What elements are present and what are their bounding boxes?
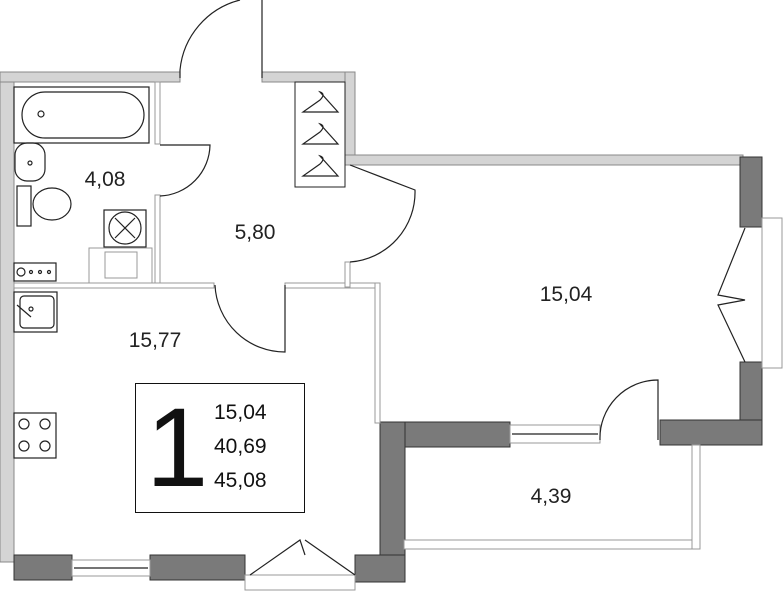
living-area: 15,04 — [214, 401, 267, 424]
fixtures — [13, 86, 340, 459]
stove-icon — [13, 412, 57, 459]
total-area-with-balcony: 45,08 — [214, 469, 267, 492]
room-area-hallway: 5,80 — [234, 221, 276, 244]
room-area-bedroom: 15,04 — [539, 283, 593, 306]
doors — [159, 0, 746, 576]
bathtub-icon — [13, 86, 150, 144]
rooms-count: 1 — [146, 385, 209, 510]
total-area: 40,69 — [214, 435, 267, 458]
windows — [71, 217, 783, 591]
room-area-bathroom: 4,08 — [84, 168, 126, 191]
stove-small-icon — [13, 262, 57, 282]
toilet-icon — [16, 185, 72, 227]
room-area-balcony: 4,39 — [530, 485, 572, 508]
sink-icon — [14, 142, 46, 182]
hanger-icon — [301, 90, 340, 177]
apartment-summary: 1 15,04 40,69 45,08 — [135, 383, 305, 513]
walls-bearing — [13, 156, 763, 583]
room-area-kitchen: 15,77 — [128, 329, 182, 352]
walls-light — [0, 71, 744, 563]
kitchen-sink-icon — [13, 291, 58, 333]
washing-machine-icon — [88, 209, 153, 284]
partitions — [13, 81, 381, 424]
